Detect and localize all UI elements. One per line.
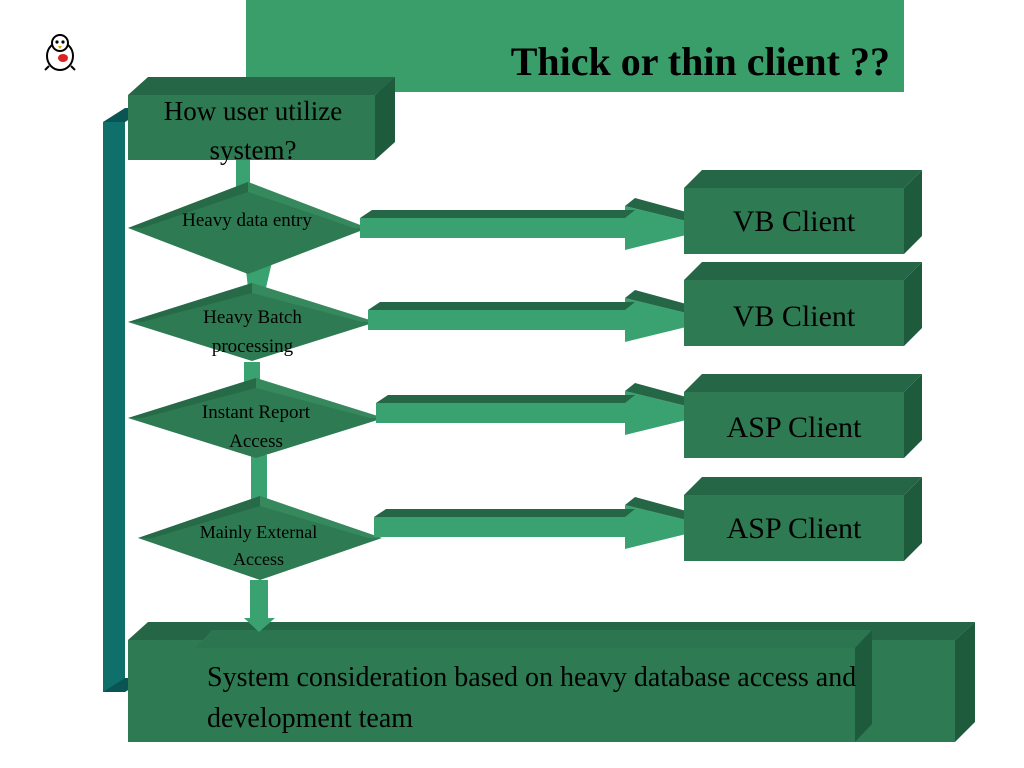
decision-diamond-3 [128, 378, 384, 458]
decision-label-heavy-data-entry: Heavy data entry [182, 210, 312, 231]
outcome-label-vb-client-2: VB Client [732, 300, 856, 333]
start-box-label: How user utilize system? [163, 96, 343, 166]
decision-label-heavy-batch-processing: Heavy Batch processing [203, 307, 302, 357]
bottom-box-frame [128, 622, 975, 742]
flow-arrow-2 [368, 290, 723, 342]
client-box-3 [684, 374, 922, 458]
flow-arrow-4 [374, 497, 723, 549]
flow-arrow-1 [360, 198, 723, 250]
title-bar [246, 0, 904, 92]
outcome-label-vb-client-1: VB Client [732, 205, 856, 238]
page-title: Thick or thin client ?? [510, 39, 890, 84]
decision-diamond-4 [138, 496, 382, 580]
outcome-label-asp-client-2: ASP Client [726, 512, 862, 545]
outcome-label-asp-client-1: ASP Client [726, 411, 862, 444]
flow-arrow-3 [376, 383, 723, 435]
feedback-loop-bar [103, 108, 147, 692]
client-box-1 [684, 170, 922, 254]
client-box-4 [684, 477, 922, 561]
start-box [128, 77, 395, 160]
decision-label-instant-report-access: Instant Report Access [201, 402, 311, 452]
bottom-box-label: System consideration based on heavy data… [207, 662, 857, 734]
client-box-2 [684, 262, 922, 346]
decision-diamond-1 [128, 182, 368, 274]
decision-label-mainly-external-access: Mainly External Access [199, 522, 318, 569]
decision-diamond-2 [128, 283, 376, 361]
penguin-mascot-icon [40, 32, 80, 72]
